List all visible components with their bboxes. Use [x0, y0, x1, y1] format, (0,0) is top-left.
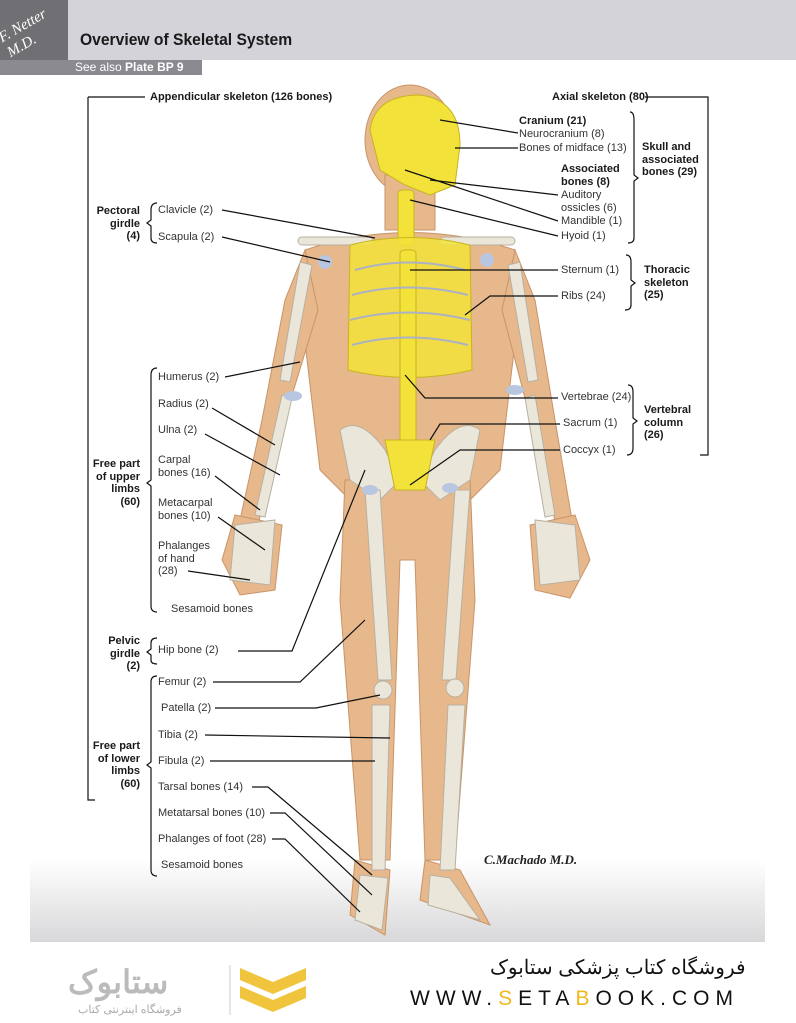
label-radius: Radius (2) — [158, 398, 209, 410]
label-metatarsal-bones: Metatarsal bones (10) — [158, 807, 265, 819]
appendicular-skeleton-heading: Appendicular skeleton (126 bones) — [150, 91, 333, 103]
artist-signature: C.Machado M.D. — [484, 852, 578, 867]
label-mandible: Mandible (1) — [561, 215, 623, 227]
setabook-url[interactable]: WWW.SETABOOK.COM — [410, 987, 739, 1010]
label-cranium: Cranium (21) — [519, 115, 587, 127]
label-hip-bone: Hip bone (2) — [158, 644, 219, 656]
persian-store-title: فروشگاه کتاب پزشکی ستابوک — [490, 957, 746, 979]
label-humerus: Humerus (2) — [158, 371, 220, 383]
label-coccyx: Coccyx (1) — [563, 444, 616, 456]
cartilage-joints — [284, 253, 524, 495]
label-vertebrae: Vertebrae (24) — [561, 391, 632, 403]
see-also-link[interactable]: See also Plate BP 9 — [0, 60, 202, 75]
label-scapula: Scapula (2) — [158, 231, 215, 243]
header-bar — [0, 0, 796, 60]
label-sacrum: Sacrum (1) — [563, 417, 618, 429]
appendicular-bones — [229, 236, 581, 931]
label-clavicle: Clavicle (2) — [158, 204, 214, 216]
ribs-lines — [349, 261, 471, 346]
label-midface: Bones of midface (13) — [519, 142, 627, 154]
label-patella: Patella (2) — [161, 702, 212, 714]
setabook-logo: ستابوک — [68, 964, 169, 1000]
label-hyoid: Hyoid (1) — [561, 230, 606, 242]
label-femur: Femur (2) — [158, 676, 207, 688]
page-title: Overview of Skeletal System — [80, 30, 293, 49]
label-phalanges-foot: Phalanges of foot (28) — [158, 833, 267, 845]
label-fibula: Fibula (2) — [158, 755, 205, 767]
netter-logo: F. Netter M.D. — [0, 0, 68, 61]
leader-lines — [87, 96, 709, 913]
footer-banner — [0, 945, 796, 1023]
chevron-logo-icon — [229, 965, 306, 1015]
label-sternum: Sternum (1) — [561, 264, 620, 276]
setabook-logo-subtitle: فروشگاه اینترنتی کتاب — [78, 1004, 182, 1016]
floor-shading — [30, 860, 765, 942]
label-ribs: Ribs (24) — [561, 290, 606, 302]
label-neurocranium: Neurocranium (8) — [519, 128, 605, 140]
label-sesamoid-upper: Sesamoid bones — [171, 603, 253, 615]
label-ulna: Ulna (2) — [158, 424, 198, 436]
label-tarsal-bones: Tarsal bones (14) — [158, 781, 243, 793]
label-sesamoid-lower: Sesamoid bones — [161, 859, 243, 871]
skeleton-illustration — [30, 84, 765, 942]
axial-bones — [347, 94, 473, 491]
axial-skeleton-heading: Axial skeleton (80) — [552, 91, 649, 103]
label-tibia: Tibia (2) — [158, 729, 198, 741]
